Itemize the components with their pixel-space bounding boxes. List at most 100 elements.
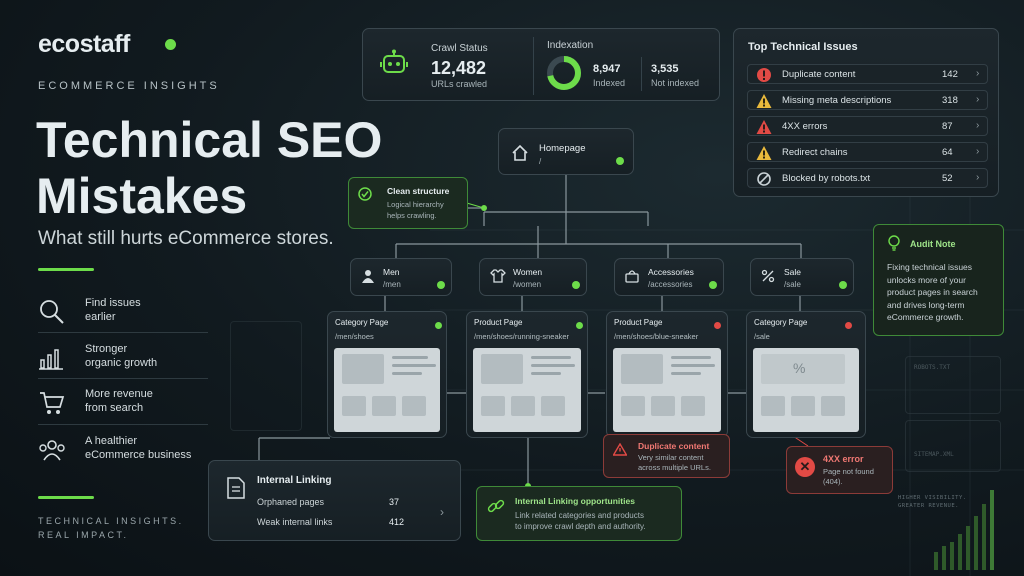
linking-opportunities-callout: Internal Linking opportunities Link rela… [476, 486, 682, 541]
preview-line [531, 364, 575, 367]
robots-file-card: ROBOTS.TXT [905, 356, 1001, 414]
benefit-line2: earlier [85, 311, 116, 323]
benefit-line1: Stronger [85, 343, 128, 355]
preview-thumb [791, 396, 815, 416]
error-x-icon: ✕ [795, 457, 815, 477]
robots-file-label: ROBOTS.TXT [914, 364, 951, 371]
status-dot-ok [709, 281, 717, 289]
page-card-running-sneaker[interactable]: Product Page /men/shoes/running-sneaker [466, 311, 588, 438]
preview-line [531, 356, 571, 359]
category-node-accessories[interactable]: Accessories /accessories [614, 258, 724, 296]
top-issues-panel: Top Technical Issues Duplicate content 1… [733, 28, 999, 197]
crawl-status-value: 12,482 [431, 58, 487, 78]
page-card-sale[interactable]: Category Page /sale % [746, 311, 866, 438]
lightbulb-icon [888, 235, 900, 251]
accent-divider [38, 268, 94, 271]
category-node-women[interactable]: Women /women [479, 258, 587, 296]
preview-line [392, 356, 428, 359]
footer-tagline: TECHNICAL INSIGHTS. REAL IMPACT. [38, 514, 184, 542]
page-card-path: /men/shoes [335, 332, 374, 341]
benefit-line2: organic growth [85, 357, 158, 369]
preview-line [671, 372, 701, 375]
homepage-label: Homepage [539, 143, 586, 154]
page-card-path: /men/shoes/blue-sneaker [614, 332, 699, 341]
visibility-tag-line2: GREATER REVENUE. [898, 503, 959, 509]
status-dot-ok [576, 322, 583, 329]
page-card-path: /sale [754, 332, 770, 341]
callout-line: (404). [823, 477, 843, 486]
issue-row-blocked-robots[interactable]: Blocked by robots.txt 52 › [747, 168, 988, 188]
page-card-blue-sneaker[interactable]: Product Page /men/shoes/blue-sneaker [606, 311, 728, 438]
page-card-title: Category Page [754, 318, 808, 327]
issue-row-redirect-chains[interactable]: Redirect chains 64 › [747, 142, 988, 162]
internal-linking-panel[interactable]: Internal Linking Orphaned pages 37 Weak … [208, 460, 461, 541]
accent-divider [38, 496, 94, 499]
preview-hero-image [342, 354, 384, 384]
audit-note-line: and drives long-term [887, 299, 965, 310]
error-triangle-icon [756, 120, 772, 134]
bar-chart-icon [39, 349, 63, 370]
callout-line: Page not found [823, 467, 874, 476]
4xx-error-body: Page not found (404). [823, 467, 874, 487]
chevron-right-icon: › [976, 172, 980, 183]
issue-count: 142 [942, 69, 958, 80]
homepage-node[interactable]: Homepage / [498, 128, 634, 175]
category-path: /women [513, 280, 542, 289]
sale-percent-icon [761, 269, 775, 283]
issue-count: 318 [942, 95, 958, 106]
chevron-right-icon: › [440, 505, 444, 519]
callout-line: Very similar content [638, 453, 704, 462]
growth-bars-graphic [934, 490, 994, 570]
linking-opportunities-body: Link related categories and products to … [515, 510, 646, 532]
sitemap-file-card: SITEMAP.XML [905, 420, 1001, 472]
page-title-line2: Mistakes [36, 168, 248, 224]
preview-line [671, 364, 715, 367]
background-doc-card [230, 321, 302, 431]
issue-row-missing-meta[interactable]: Missing meta descriptions 318 › [747, 90, 988, 110]
not-indexed-value: 3,535 [651, 63, 679, 75]
document-icon [227, 477, 245, 499]
benefit-line1: A healthier [85, 435, 137, 447]
benefit-item: Stronger organic growth [38, 342, 208, 378]
crawl-status-title: Crawl Status [431, 43, 488, 54]
linking-opportunities-title: Internal Linking opportunities [515, 496, 635, 506]
benefit-line1: Find issues [85, 297, 141, 309]
category-node-sale[interactable]: Sale /sale [750, 258, 854, 296]
issue-count: 52 [942, 173, 953, 184]
person-icon [362, 270, 374, 283]
category-label: Sale [784, 267, 802, 277]
duplicate-content-callout: Duplicate content Very similar content a… [603, 434, 730, 478]
panel-divider [533, 37, 534, 95]
shirt-icon [490, 269, 506, 283]
page-card-title: Product Page [474, 318, 523, 327]
page-subtitle: What still hurts eCommerce stores. [38, 228, 334, 249]
issue-row-4xx-errors[interactable]: 4XX errors 87 › [747, 116, 988, 136]
clean-structure-line2: helps crawling. [387, 211, 437, 220]
preview-thumb [821, 396, 845, 416]
top-issues-title: Top Technical Issues [748, 41, 858, 53]
status-dot-error [714, 322, 721, 329]
preview-thumb [761, 396, 785, 416]
issue-count: 87 [942, 121, 953, 132]
issue-row-duplicate-content[interactable]: Duplicate content 142 › [747, 64, 988, 84]
preview-hero-image [481, 354, 523, 384]
callout-line: Link related categories and products [515, 511, 644, 520]
benefit-item: More revenue from search [38, 387, 208, 423]
status-dot-ok [435, 322, 442, 329]
chevron-right-icon: › [976, 94, 980, 105]
page-preview [473, 348, 581, 432]
audit-note-title: Audit Note [910, 239, 956, 249]
status-dot-ok [616, 157, 624, 165]
4xx-error-callout: ✕ 4XX error Page not found (404). [786, 446, 893, 494]
benefit-item: A healthier eCommerce business [38, 434, 208, 470]
category-path: /sale [784, 280, 801, 289]
category-label: Women [513, 267, 543, 277]
benefit-divider [38, 424, 208, 425]
audit-note-line: eCommerce growth. [887, 312, 964, 322]
bag-icon [625, 270, 639, 283]
status-dot-ok [437, 281, 445, 289]
page-card-men-shoes[interactable]: Category Page /men/shoes [327, 311, 447, 438]
category-node-men[interactable]: Men /men [350, 258, 452, 296]
search-icon [40, 300, 64, 324]
page-card-title: Category Page [335, 318, 389, 327]
